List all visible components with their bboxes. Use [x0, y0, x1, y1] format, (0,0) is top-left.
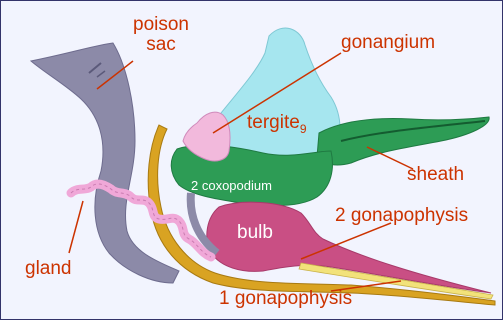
tergite-label: tergite9	[247, 113, 307, 139]
poison-sac-label: poison sac	[133, 15, 189, 55]
gland-label: gland	[25, 259, 72, 279]
sheath-label: sheath	[407, 165, 464, 185]
poison-sac-label-line1: poison	[133, 15, 189, 35]
gland-pointer	[69, 201, 83, 253]
poison-sac-label-line2: sac	[133, 35, 189, 55]
tergite-label-subscript: 9	[300, 122, 307, 136]
gonapophysis-1-label: 1 gonapophysis	[219, 289, 352, 309]
coxopodium-label: 2 coxopodium	[191, 178, 272, 193]
gonangium-label: gonangium	[341, 33, 435, 53]
tergite-label-text: tergite	[247, 112, 300, 133]
gonapophysis-2-label: 2 gonapophysis	[335, 206, 468, 226]
bulb-label: bulb	[237, 223, 273, 243]
